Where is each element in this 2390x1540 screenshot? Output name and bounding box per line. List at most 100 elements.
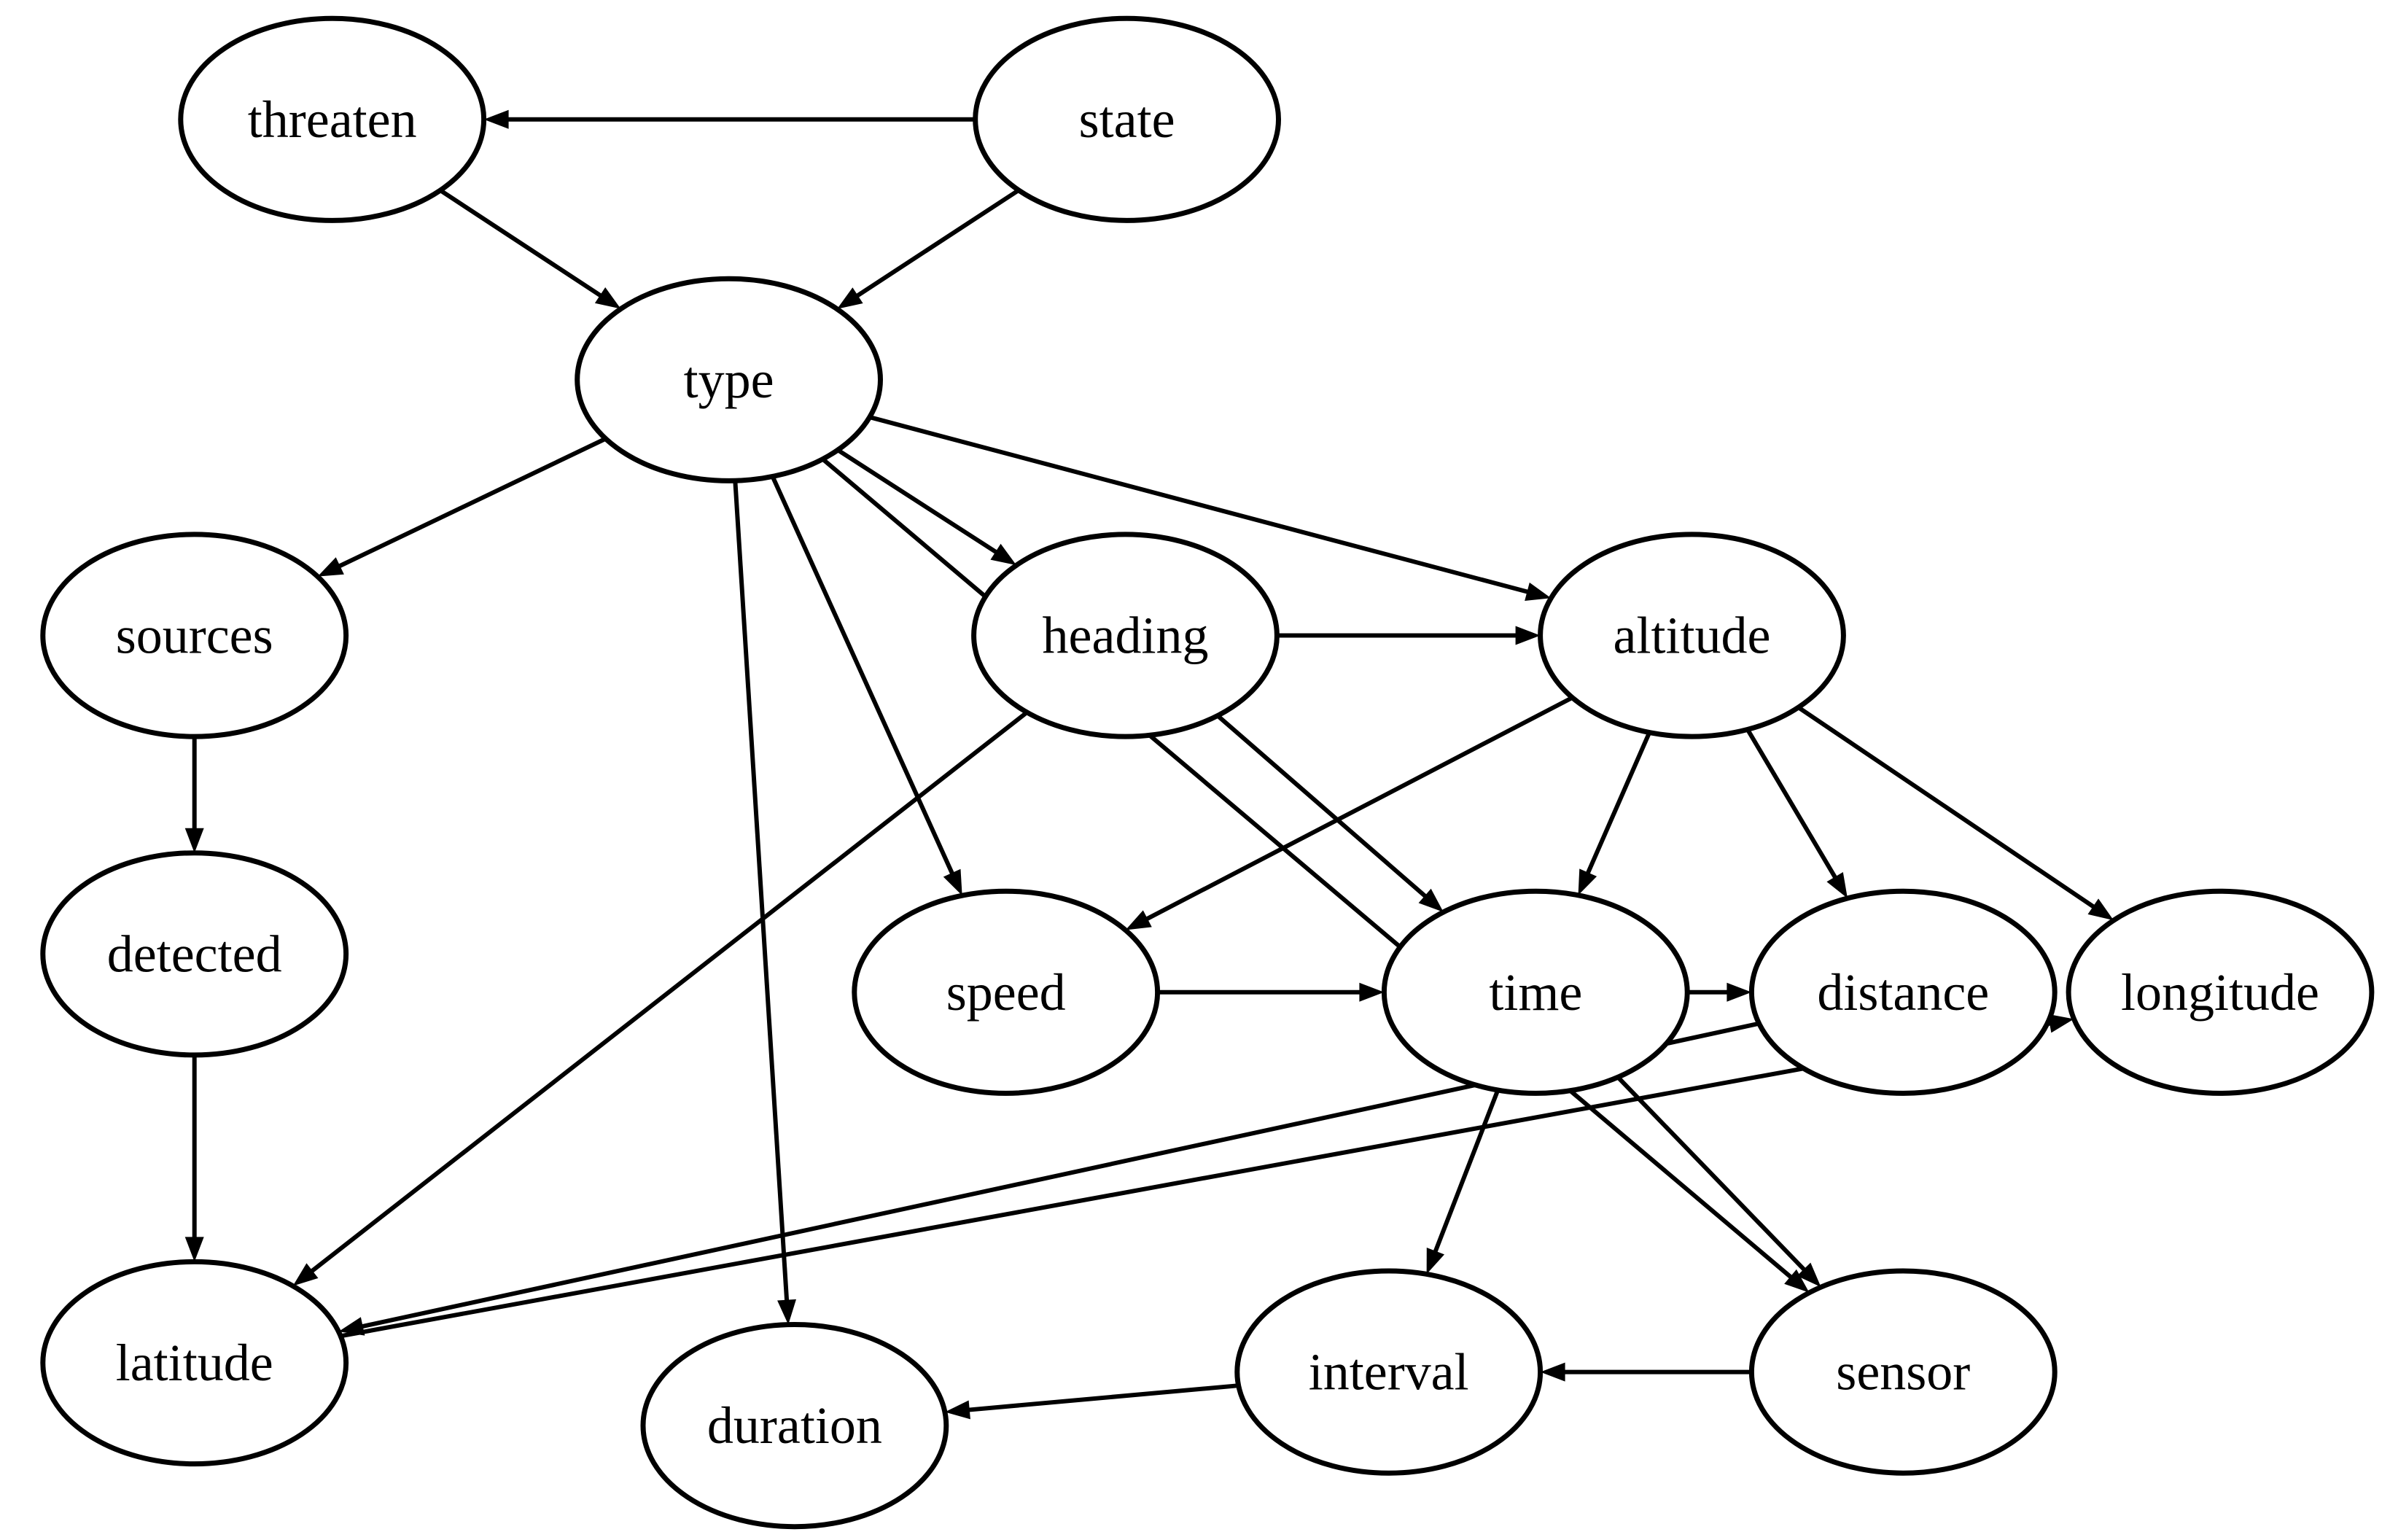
arrowhead-icon: [483, 109, 509, 129]
node-label: interval: [1309, 1343, 1469, 1401]
node-label: longitude: [2121, 963, 2319, 1022]
node-ellipse: [40, 1259, 349, 1467]
edge-line: [1584, 731, 1652, 876]
arrowhead-icon: [990, 543, 1017, 566]
edge-line: [308, 710, 1029, 1275]
node-ellipse: [973, 15, 1281, 223]
arrowhead-icon: [1125, 910, 1152, 930]
edge-speed-to-time: [1157, 982, 1385, 1002]
node-label: heading: [1043, 607, 1209, 665]
arrowhead-icon: [1525, 582, 1552, 602]
edge-line: [1432, 1089, 1500, 1255]
edge-type-to-speed: [770, 475, 962, 896]
edge-threaten-to-type: [439, 188, 621, 309]
edge-line: [1745, 728, 1839, 881]
edge-line: [868, 415, 1531, 595]
arrowhead-icon: [1797, 1262, 1821, 1288]
arrowhead-icon: [1727, 982, 1752, 1002]
edge-type-to-altitude: [868, 415, 1552, 602]
edge-type-to-sources: [317, 436, 607, 577]
arrowhead-icon: [943, 868, 962, 896]
node-ellipse: [1234, 1268, 1544, 1476]
node-time: time: [1381, 888, 1690, 1096]
edge-heading-to-time: [1216, 714, 1444, 912]
edge-interval-to-duration: [944, 1383, 1239, 1420]
edge-state-to-type: [837, 188, 1020, 309]
edge-detected-to-latitude: [184, 1054, 204, 1262]
arrowhead-icon: [594, 287, 621, 309]
edge-line: [854, 188, 1020, 299]
node-ellipse: [40, 532, 349, 739]
arrowhead-icon: [1578, 868, 1597, 895]
node-ellipse: [2066, 888, 2375, 1096]
node-detected: detected: [40, 850, 349, 1058]
nodes-layer: threaten state type sources heading altitude d…: [40, 15, 2375, 1530]
node-speed: speed: [852, 888, 1161, 1096]
edge-line: [1616, 1076, 1807, 1273]
node-distance: distance: [1748, 888, 2058, 1096]
node-latitude: latitude: [40, 1259, 349, 1467]
node-label: duration: [707, 1396, 882, 1455]
node-label: distance: [1817, 963, 1989, 1022]
edge-line: [340, 1020, 2053, 1339]
edge-line: [836, 448, 1000, 556]
node-label: time: [1489, 963, 1582, 1022]
edge-heading-to-latitude: [292, 710, 1029, 1286]
node-ellipse: [1748, 888, 2058, 1096]
edge-heading-to-altitude: [1277, 626, 1541, 645]
arrowhead-icon: [184, 1237, 204, 1262]
edge-altitude-to-longitude: [1797, 705, 2114, 921]
node-heading: heading: [971, 532, 1280, 739]
edge-line: [1143, 696, 1573, 922]
edge-altitude-to-speed: [1125, 696, 1573, 930]
node-label: state: [1079, 90, 1175, 149]
arrowhead-icon: [944, 1400, 970, 1420]
node-label: type: [684, 351, 774, 409]
node-label: altitude: [1614, 607, 1771, 665]
arrowhead-icon: [1826, 872, 1848, 898]
node-ellipse: [575, 276, 883, 483]
edge-time-to-distance: [1687, 982, 1752, 1002]
node-ellipse: [971, 532, 1280, 739]
node-label: sources: [116, 607, 273, 665]
node-type: type: [575, 276, 883, 483]
arrowhead-icon: [1515, 626, 1541, 645]
edges-layer: [184, 109, 2114, 1420]
edge-type-to-heading: [836, 448, 1017, 566]
node-duration: duration: [640, 1322, 949, 1530]
node-threaten: threaten: [178, 15, 487, 223]
edge-line: [966, 1383, 1239, 1412]
arrowhead-icon: [837, 287, 863, 309]
arrowhead-icon: [184, 828, 204, 853]
node-ellipse: [852, 888, 1161, 1096]
edge-altitude-to-time: [1578, 731, 1652, 895]
edge-time-to-interval: [1426, 1089, 1500, 1275]
edge-line: [733, 481, 790, 1303]
edge-sensor-to-interval: [1540, 1362, 1752, 1382]
node-longitude: longitude: [2066, 888, 2375, 1096]
arrowhead-icon: [1784, 1269, 1810, 1293]
node-ellipse: [1538, 532, 1846, 739]
node-ellipse: [640, 1322, 949, 1530]
node-sources: sources: [40, 532, 349, 739]
node-label: sensor: [1836, 1343, 1970, 1401]
edge-sources-to-detected: [184, 736, 204, 853]
arrowhead-icon: [292, 1263, 319, 1286]
edge-line: [1216, 714, 1429, 900]
node-interval: interval: [1234, 1268, 1544, 1476]
arrowhead-icon: [1426, 1247, 1445, 1275]
edge-type-to-duration: [733, 481, 797, 1325]
node-label: threaten: [248, 90, 417, 149]
node-ellipse: [178, 15, 487, 223]
edge-time-to-sensor: [1616, 1076, 1821, 1288]
node-label: latitude: [116, 1334, 273, 1392]
node-label: speed: [946, 963, 1066, 1022]
node-label: detected: [107, 925, 282, 983]
node-ellipse: [40, 850, 349, 1058]
edge-state-to-threaten: [483, 109, 976, 129]
arrowhead-icon: [2087, 898, 2114, 921]
edge-line: [336, 436, 607, 569]
arrowhead-icon: [1359, 982, 1385, 1002]
edge-altitude-to-distance: [1745, 728, 1848, 898]
